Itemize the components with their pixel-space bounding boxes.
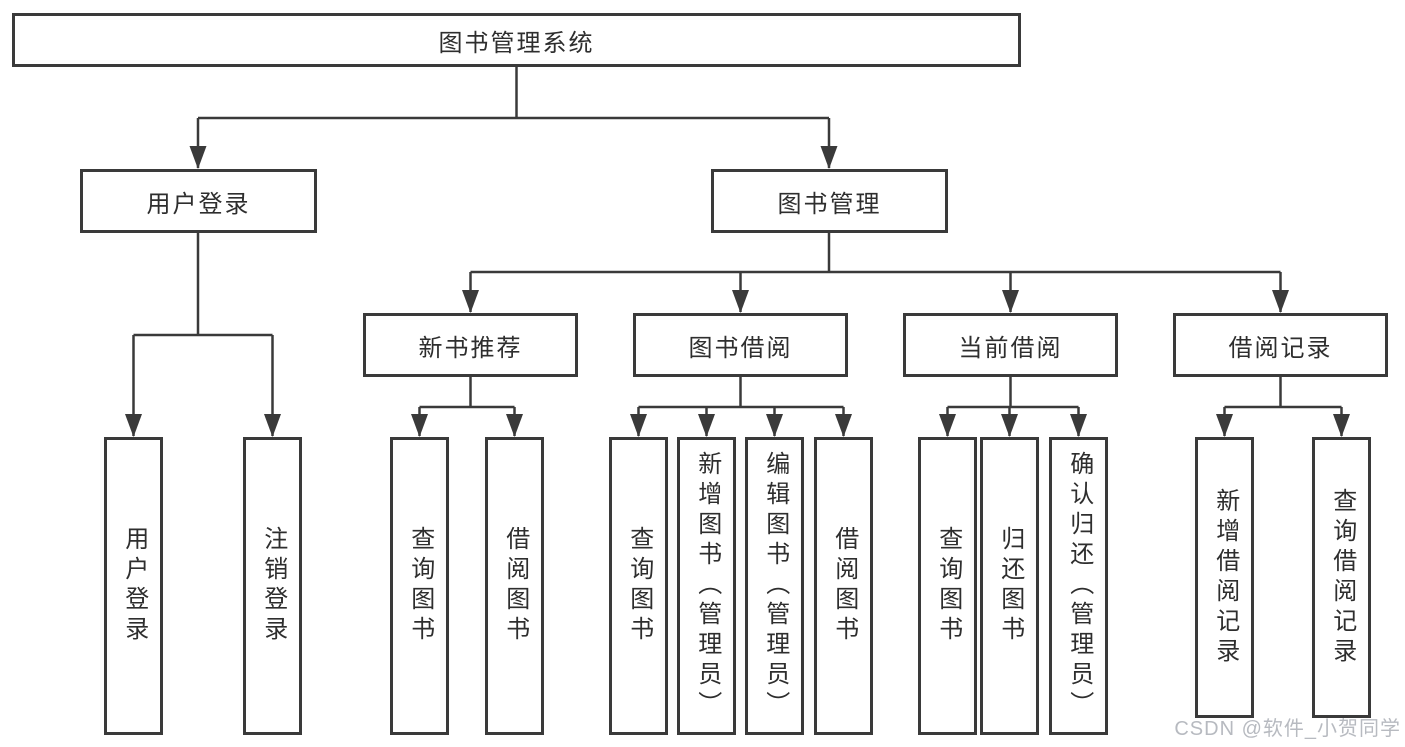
node-book-management: 图书管理 xyxy=(711,169,948,233)
csdn-watermark: CSDN @软件_小贺同学 xyxy=(1174,718,1401,740)
leaf-recommend-borrow-books: 借阅图书 xyxy=(485,437,544,735)
leaf-current-query-books: 查询图书 xyxy=(918,437,977,735)
node-borrowing-records: 借阅记录 xyxy=(1173,313,1388,377)
leaf-borrowing-edit-books-admin: 编辑图书（管理员） xyxy=(745,437,804,735)
leaf-records-query-borrow-record: 查询借阅记录 xyxy=(1312,437,1371,718)
leaf-borrowing-borrow-books: 借阅图书 xyxy=(814,437,873,735)
leaf-borrowing-add-books-admin: 新增图书（管理员） xyxy=(677,437,736,735)
node-user-login: 用户登录 xyxy=(80,169,317,233)
leaf-records-add-borrow-record: 新增借阅记录 xyxy=(1195,437,1254,718)
node-new-book-recommendation: 新书推荐 xyxy=(363,313,578,377)
leaf-logout: 注销登录 xyxy=(243,437,302,735)
leaf-recommend-query-books: 查询图书 xyxy=(390,437,449,735)
node-library-management-system: 图书管理系统 xyxy=(12,13,1021,67)
leaf-user-login: 用户登录 xyxy=(104,437,163,735)
leaf-current-return-books: 归还图书 xyxy=(980,437,1039,735)
node-current-borrowing: 当前借阅 xyxy=(903,313,1118,377)
node-book-borrowing: 图书借阅 xyxy=(633,313,848,377)
leaf-current-confirm-return-admin: 确认归还（管理员） xyxy=(1049,437,1108,735)
leaf-borrowing-query-books: 查询图书 xyxy=(609,437,668,735)
